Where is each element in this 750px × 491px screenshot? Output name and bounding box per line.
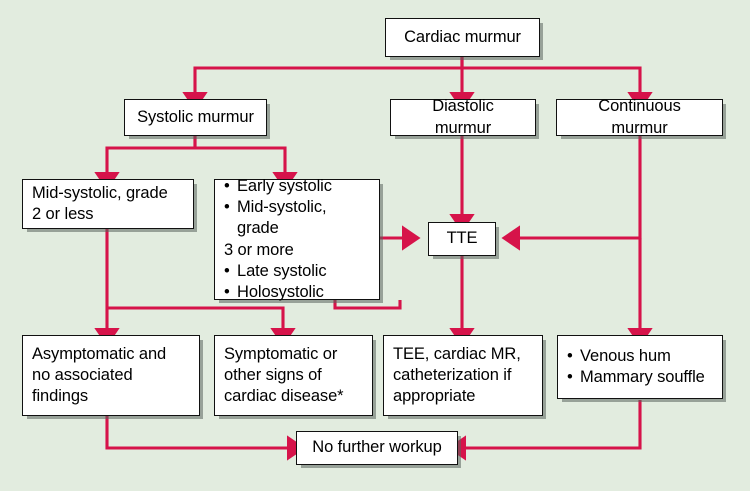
node-symptomatic-line1: Symptomatic or (224, 344, 338, 363)
list-item: Mid-systolic, grade (224, 197, 370, 239)
node-tte-label: TTE (446, 229, 478, 248)
node-asymptomatic-line2: no associated (32, 365, 133, 384)
node-tte[interactable]: TTE (428, 222, 496, 256)
node-mid-systolic-grade2-line1: Mid-systolic, grade (32, 183, 168, 202)
node-asymptomatic-line1: Asymptomatic and (32, 344, 167, 363)
node-symptomatic-line3: cardiac disease* (224, 387, 344, 406)
node-tee-cardiac-mr-line1: TEE, cardiac MR, (393, 344, 521, 363)
benign-murmurs-list: Venous hum Mammary souffle (567, 346, 713, 388)
list-item: Early systolic (224, 176, 370, 197)
node-systolic-murmur-label: Systolic murmur (137, 107, 254, 126)
edge-midgrade2-to-symptomatic (107, 306, 296, 347)
node-systolic-murmur[interactable]: Systolic murmur (124, 99, 267, 136)
systolic-types-list: Early systolic Mid-systolic, grade 3 or … (224, 176, 370, 303)
node-symptomatic-line2: other signs of (224, 365, 322, 384)
list-item: Holosystolic (224, 282, 370, 303)
node-tee-cardiac-mr-line2: catheterization if (393, 365, 512, 384)
node-benign-murmurs[interactable]: Venous hum Mammary souffle (557, 335, 723, 399)
edge-asymptomatic-to-noworkup (105, 416, 306, 461)
list-item-continuation: 3 or more (224, 240, 294, 259)
edge-continuous-to-tte (501, 136, 642, 251)
node-tee-cardiac-mr-line3: appropriate (393, 387, 476, 406)
node-no-further-workup-label: No further workup (312, 438, 442, 457)
list-item: Late systolic (224, 261, 370, 282)
node-continuous-murmur-label: Continuous murmur (598, 97, 681, 137)
edge-systolic-to-midgrade2 (94, 136, 197, 191)
node-cardiac-murmur[interactable]: Cardiac murmur (385, 18, 540, 57)
node-asymptomatic-line3: findings (32, 387, 89, 406)
node-no-further-workup[interactable]: No further workup (296, 431, 458, 465)
node-diastolic-murmur-label: Diastolic murmur (432, 97, 494, 137)
node-tee-cardiac-mr[interactable]: TEE, cardiac MR, catheterization if appr… (383, 335, 543, 416)
node-mid-systolic-grade2[interactable]: Mid-systolic, grade 2 or less (22, 179, 194, 229)
list-item: Venous hum (567, 346, 713, 367)
node-asymptomatic[interactable]: Asymptomatic and no associated findings (22, 335, 200, 416)
node-systolic-types[interactable]: Early systolic Mid-systolic, grade 3 or … (214, 176, 380, 303)
node-cardiac-murmur-label: Cardiac murmur (404, 27, 521, 46)
list-item: Mammary souffle (567, 367, 713, 388)
node-diastolic-murmur[interactable]: Diastolic murmur (390, 97, 536, 137)
node-symptomatic[interactable]: Symptomatic or other signs of cardiac di… (214, 335, 373, 416)
node-continuous-murmur[interactable]: Continuous murmur (556, 97, 723, 137)
node-mid-systolic-grade2-line2: 2 or less (32, 205, 94, 223)
